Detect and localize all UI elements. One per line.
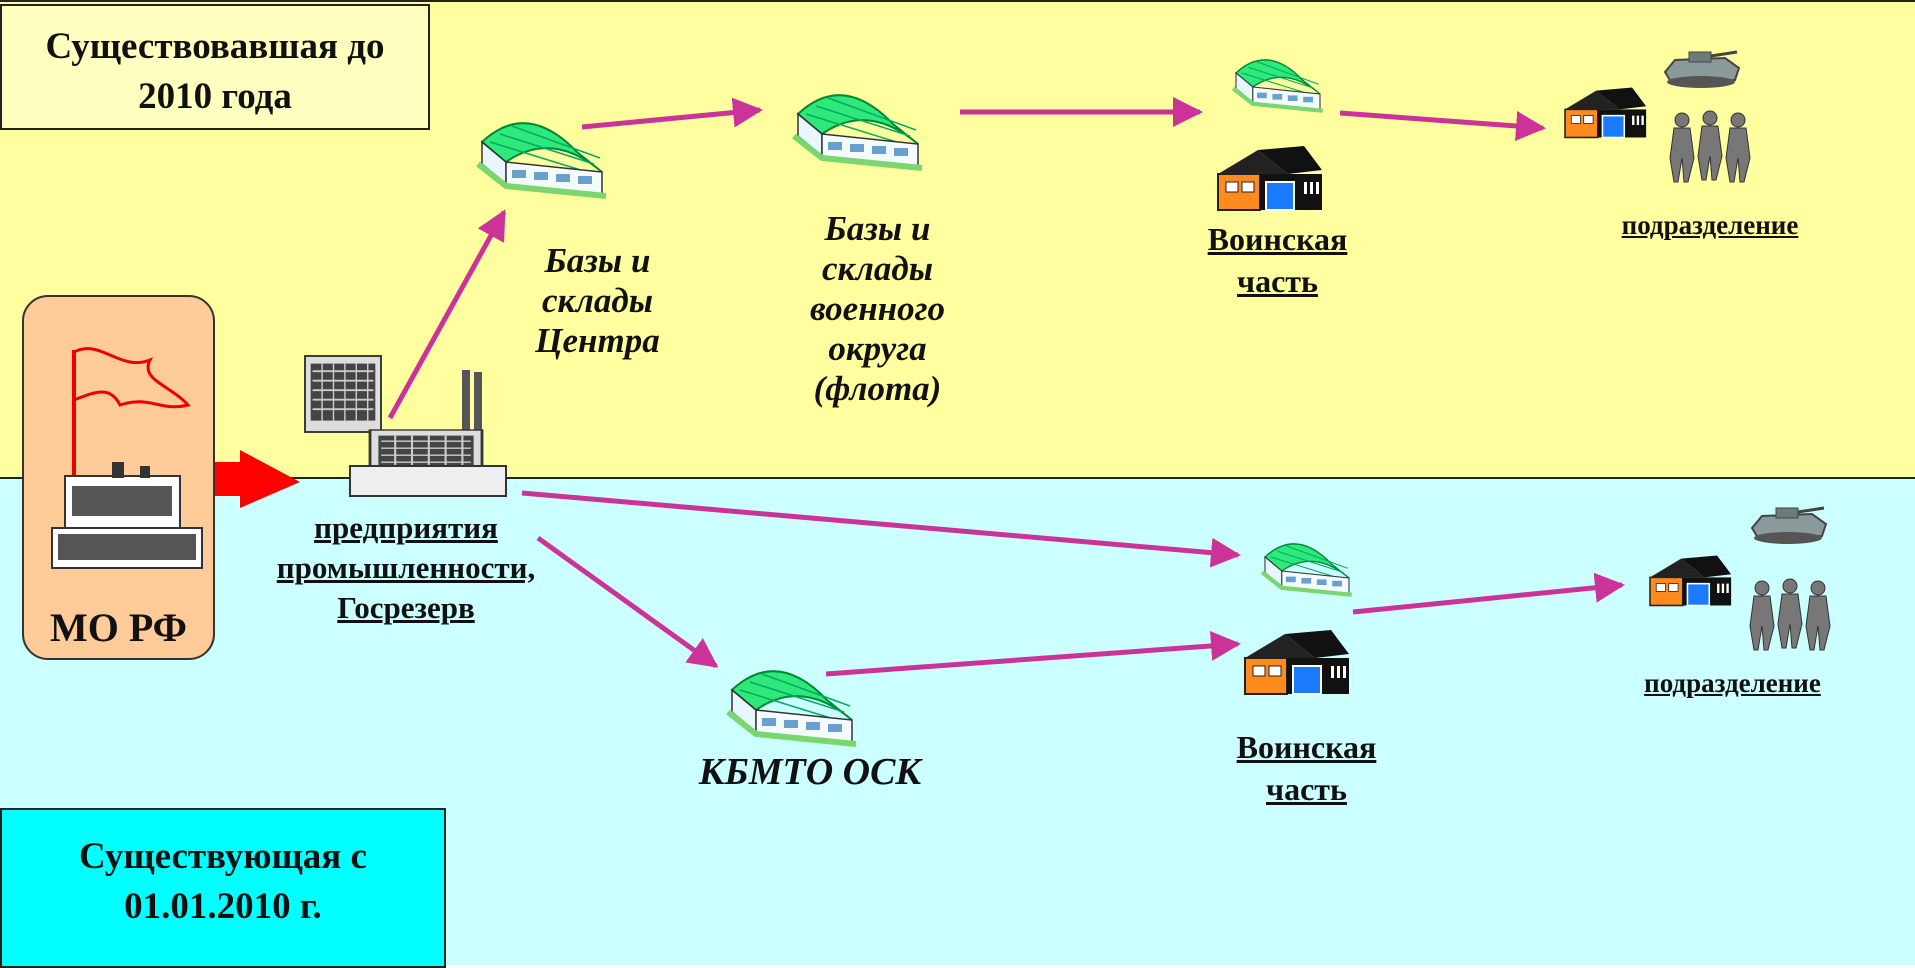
arrow-kbmto-to-new-unit <box>825 631 1241 677</box>
district-warehouse-icon <box>794 95 922 168</box>
center-warehouse-icon <box>478 123 606 196</box>
arrow-new-unit-to-subdivision <box>1352 572 1625 615</box>
industry-label-line3: Госрезерв <box>337 590 475 625</box>
arrow-industry-to-new-unit <box>521 490 1241 568</box>
industry-label-line2: промышленности, <box>276 550 536 585</box>
unit-bottom-house-icon <box>1244 629 1350 695</box>
center-bases-label: Базы и склады Центра <box>500 241 695 361</box>
unit-bottom-label: Воинская часть <box>1204 726 1409 810</box>
unit-bottom-line2: часть <box>1266 771 1347 807</box>
district-bases-line4: округа <box>828 329 927 368</box>
center-bases-line3: Центра <box>535 321 660 360</box>
arrow-unit-to-subdivision <box>1339 110 1546 141</box>
unit-top-warehouse-icon <box>1233 60 1323 111</box>
legend-old-line2: 2010 года <box>138 76 292 117</box>
center-bases-line2: склады <box>541 281 654 320</box>
subdivision-bottom-house-icon <box>1649 554 1732 607</box>
unit-top-line2: часть <box>1237 263 1318 299</box>
unit-top-line1: Воинская <box>1207 221 1348 257</box>
district-bases-label: Базы и склады военного округа (флота) <box>770 209 985 409</box>
arrow-industry-to-center <box>387 209 507 420</box>
legend-new-line1: Существующая с <box>79 836 367 877</box>
subdivision-top-soldiers-icon <box>1669 110 1751 183</box>
center-bases-line1: Базы и <box>544 241 651 280</box>
industry-label: предприятия промышленности, Госрезерв <box>236 508 576 628</box>
industry-icon <box>304 355 507 497</box>
arrow-industry-to-kbmto <box>536 535 719 669</box>
subdivision-bottom-tank-icon <box>1750 506 1828 546</box>
mo-supply-arrow <box>215 450 300 508</box>
district-bases-line3: военного <box>810 289 945 328</box>
district-bases-line1: Базы и <box>824 209 931 248</box>
subdivision-top-house-icon <box>1564 86 1647 139</box>
kbmto-warehouse-icon <box>728 671 856 744</box>
industry-label-line1: предприятия <box>314 510 498 545</box>
mo-rf-building-icon <box>51 347 203 569</box>
district-bases-line2: склады <box>821 249 934 288</box>
mo-rf-label: МО РФ <box>50 605 187 650</box>
subdivision-bottom-soldiers-icon <box>1749 578 1831 651</box>
legend-new-line2: 01.01.2010 г. <box>124 886 322 927</box>
unit-bottom-warehouse-icon <box>1262 544 1352 595</box>
subdivision-bottom-label: подразделение <box>1644 668 1821 698</box>
arrow-center-to-district <box>581 97 763 130</box>
flow-arrows <box>387 97 1625 677</box>
kbmto-label: КБМТО ОСК <box>698 751 922 793</box>
subdivision-top-tank-icon <box>1663 50 1741 90</box>
unit-bottom-line1: Воинская <box>1236 729 1377 765</box>
unit-top-house-icon <box>1217 145 1323 211</box>
legend-old-line1: Существовавшая до <box>45 26 385 67</box>
legend-old-scheme: Существовавшая до 2010 года <box>0 4 430 130</box>
legend-new-scheme: Существующая с 01.01.2010 г. <box>0 808 446 968</box>
district-bases-line5: (флота) <box>813 369 942 408</box>
subdivision-top-label: подразделение <box>1621 210 1799 240</box>
unit-top-label: Воинская часть <box>1175 218 1380 302</box>
